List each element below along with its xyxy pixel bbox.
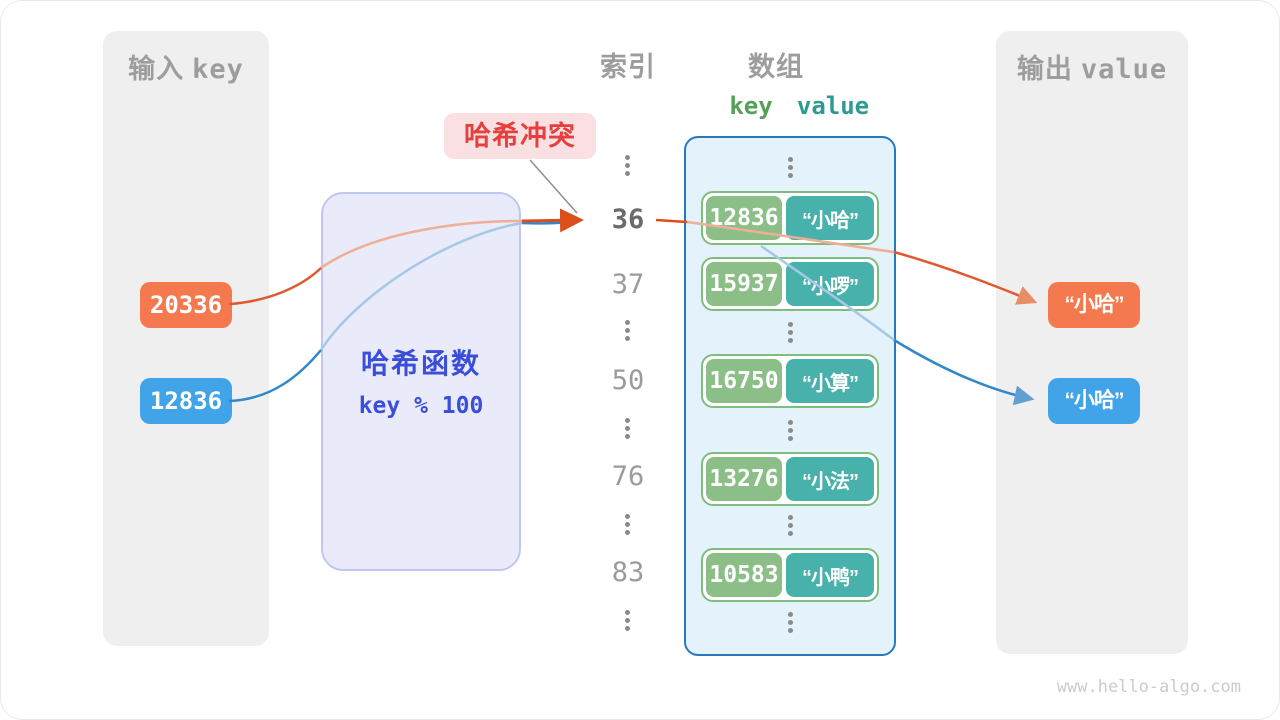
index-column-header: 索引 (600, 52, 656, 82)
value-cell: “小哈” (786, 196, 874, 240)
ellipsis-dots (788, 612, 793, 617)
ellipsis-dots (788, 515, 793, 520)
watermark: www.hello-algo.com (1056, 677, 1241, 697)
ellipsis-dots (625, 418, 630, 423)
ellipsis-dots (625, 514, 630, 519)
array-box: 12836 “小哈” 15937 “小啰” 16750 “小算” 13276 “… (684, 136, 896, 656)
input-key-chip-orange: 20336 (140, 282, 232, 328)
array-column-header: 数组 (748, 52, 804, 82)
input-panel-title-code: key (192, 54, 244, 85)
output-value-chip-blue: “小哈” (1048, 378, 1140, 424)
kv-pair-row: 16750 “小算” (701, 354, 879, 408)
ellipsis-dots (788, 420, 793, 425)
kv-pair-row: 12836 “小哈” (701, 191, 879, 245)
value-cell: “小算” (786, 359, 874, 403)
value-cell: “小啰” (786, 262, 874, 306)
key-cell: 10583 (706, 553, 782, 597)
output-panel-title-code: value (1080, 54, 1168, 85)
ellipsis-dots (788, 322, 793, 327)
index-value-50: 50 (611, 365, 645, 396)
index-value-37: 37 (611, 269, 645, 300)
index-value-76: 76 (611, 461, 645, 492)
key-cell: 15937 (706, 262, 782, 306)
key-cell: 12836 (706, 196, 782, 240)
value-cell: “小鸭” (786, 553, 874, 597)
index-to-array-line (655, 218, 688, 224)
key-cell: 13276 (706, 457, 782, 501)
ellipsis-dots (788, 157, 793, 162)
value-cell: “小法” (786, 457, 874, 501)
index-value-36: 36 (611, 204, 645, 235)
arrow-to-index-36 (521, 208, 584, 233)
key-column-header: key (729, 92, 773, 120)
ellipsis-dots (625, 320, 630, 325)
index-value-83: 83 (611, 557, 645, 588)
value-column-header: value (796, 92, 870, 120)
hash-function-title: 哈希函数 (360, 348, 481, 379)
kv-pair-row: 13276 “小法” (701, 452, 879, 506)
hash-function-formula: key % 100 (358, 393, 484, 419)
ellipsis-dots (625, 155, 630, 160)
collision-pointer-line (529, 159, 578, 214)
output-panel-title-zh: 输出 (1016, 54, 1073, 84)
blue-to-index-line (521, 220, 572, 225)
key-cell: 16750 (706, 359, 782, 403)
ellipsis-dots (625, 610, 630, 615)
output-value-chip-orange: “小哈” (1048, 282, 1140, 328)
input-panel-title-zh: 输入 (128, 54, 185, 84)
kv-pair-row: 10583 “小鸭” (701, 548, 879, 602)
hash-collision-badge: 哈希冲突 (444, 113, 596, 159)
input-key-chip-blue: 12836 (140, 378, 232, 424)
kv-pair-row: 15937 “小啰” (701, 257, 879, 311)
